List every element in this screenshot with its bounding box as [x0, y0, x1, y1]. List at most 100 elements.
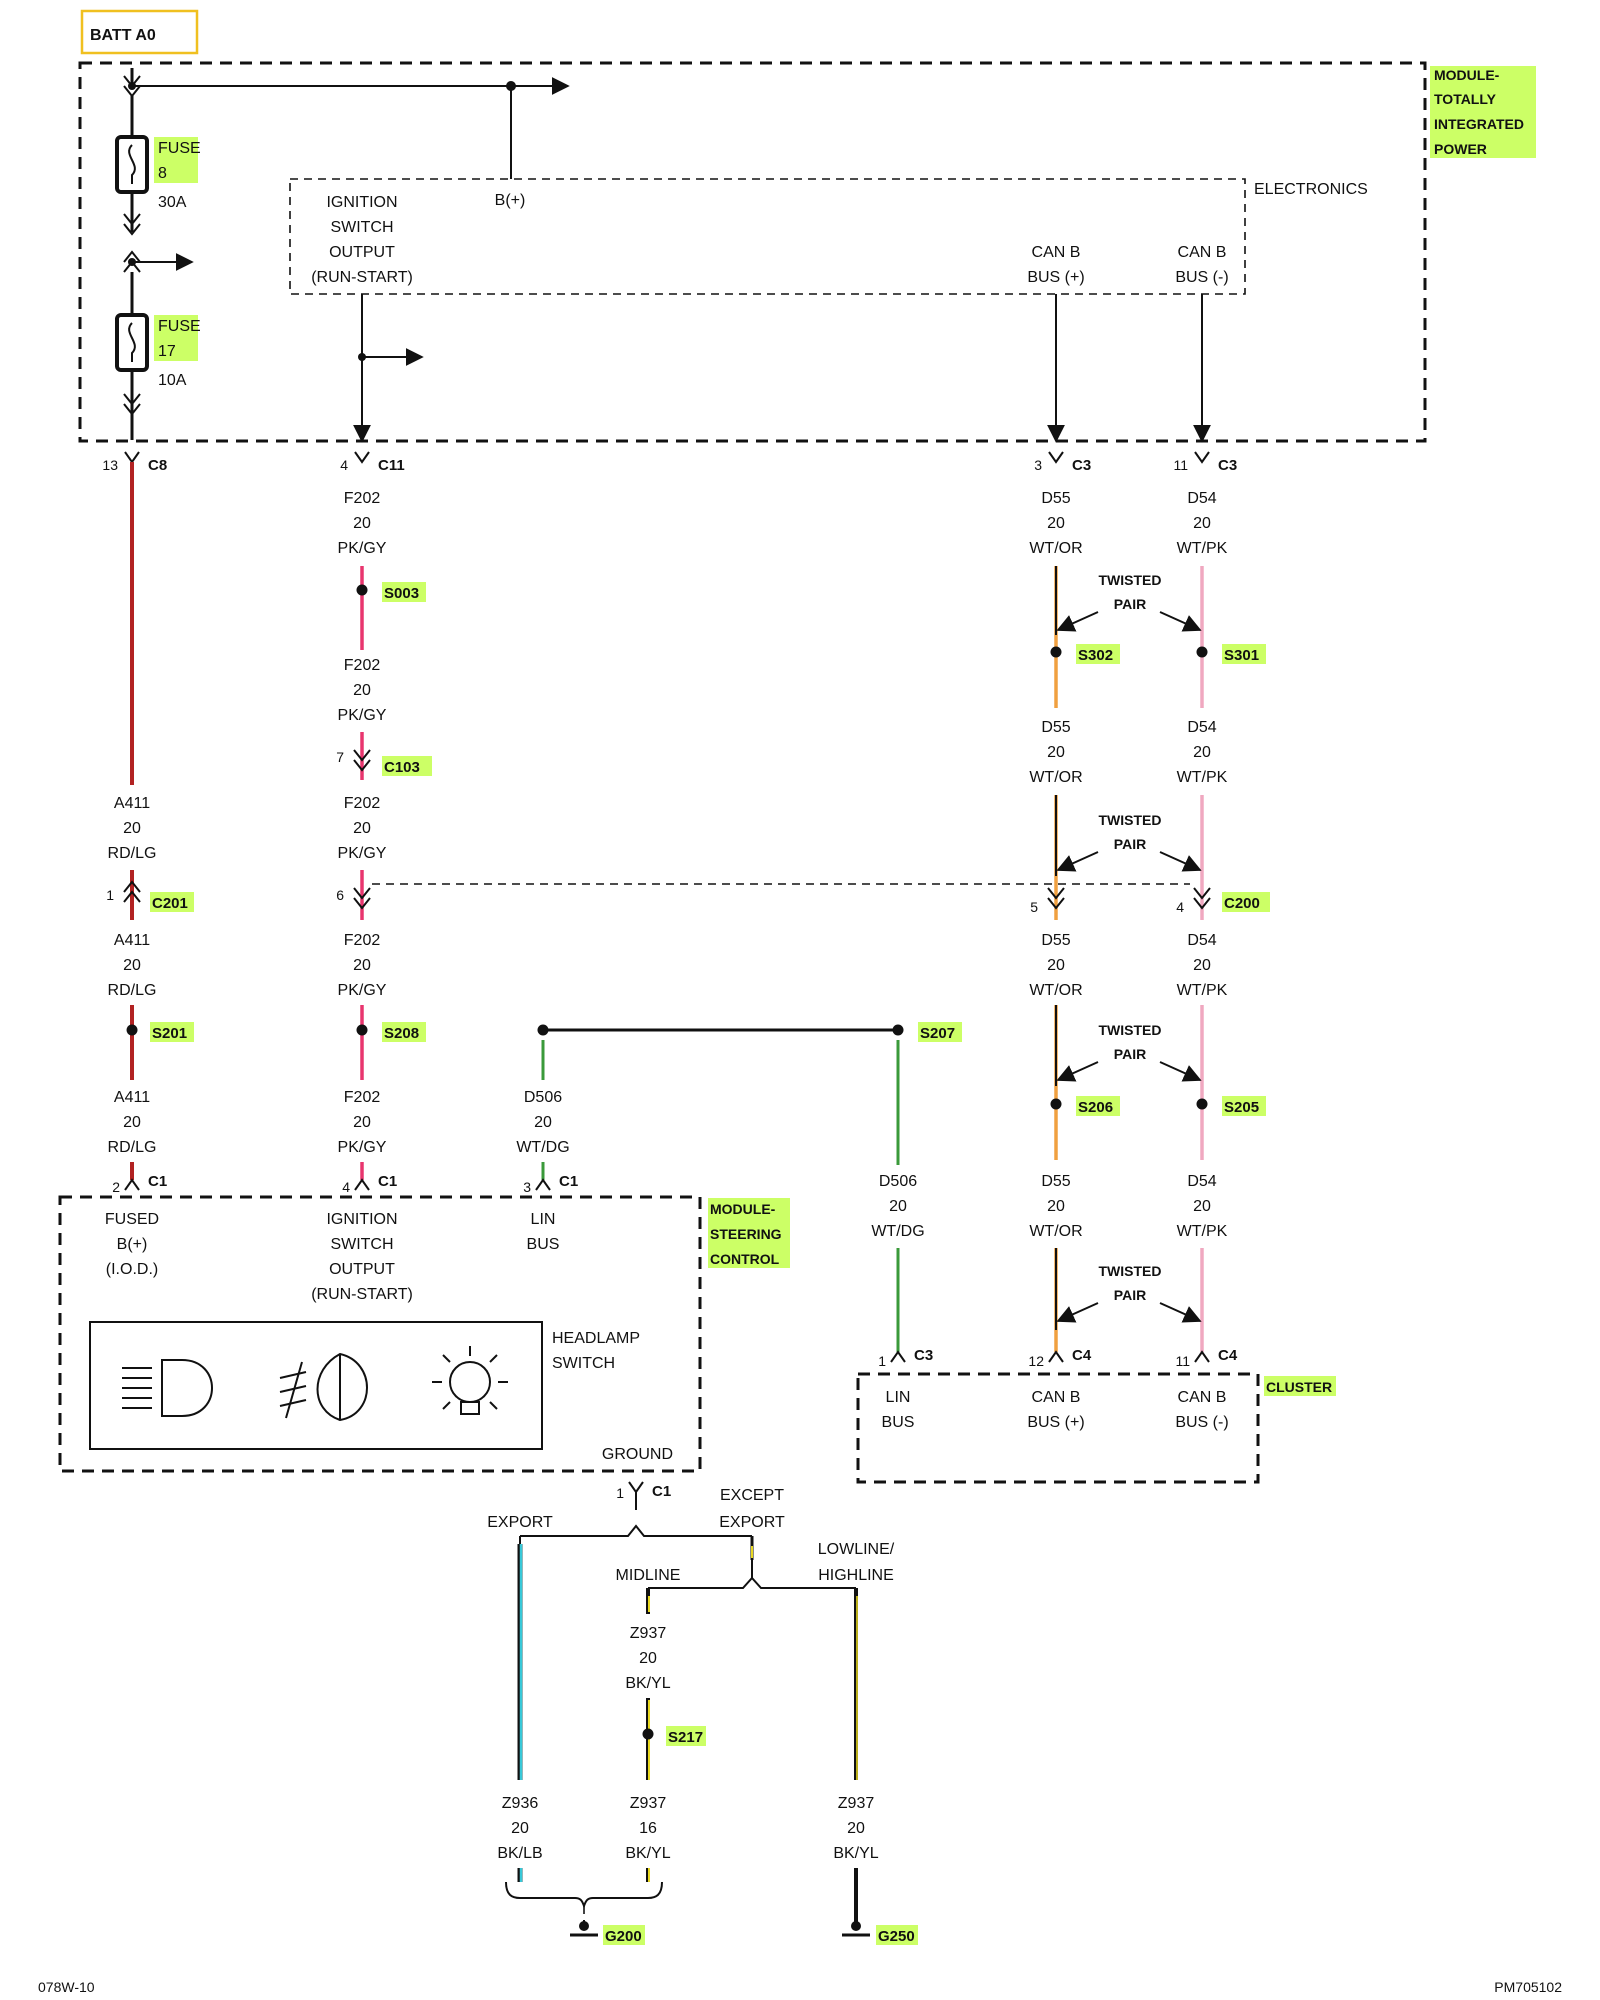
- cluster-canm-1: CAN B: [1178, 1389, 1227, 1406]
- d54-d-color: WT/PK: [1177, 1223, 1228, 1240]
- f202-c-circuit: F202: [344, 795, 381, 812]
- tipm-title-1: MODULE-: [1434, 67, 1500, 83]
- low-beam-icon: [122, 1359, 213, 1417]
- scm-fused-3: (I.O.D.): [106, 1261, 158, 1278]
- twisted-pair-4: TWISTED PAIR: [1056, 1263, 1202, 1323]
- f202-a-circuit: F202: [344, 490, 381, 507]
- c3-pin-3: 3: [1034, 457, 1042, 473]
- scm-title-2: STEERING: [710, 1226, 782, 1242]
- cluster-canp-2: BUS (+): [1027, 1414, 1084, 1431]
- cluster-canp-1: CAN B: [1032, 1389, 1081, 1406]
- d54-b-gauge: 20: [1193, 744, 1211, 761]
- s205-splice: [1196, 1098, 1208, 1110]
- z937-a-color: BK/YL: [625, 1675, 670, 1692]
- twisted-pair-3-l2: PAIR: [1114, 1046, 1146, 1062]
- fuse-17-num: 17: [158, 343, 176, 360]
- c200-pin-4: 4: [1176, 899, 1184, 915]
- tipm-title-4: POWER: [1434, 141, 1487, 157]
- c200-pin-5: 5: [1030, 899, 1038, 915]
- z937-a-gauge: 20: [639, 1650, 657, 1667]
- z937-b-gauge: 16: [639, 1820, 657, 1837]
- z937-c-color: BK/YL: [833, 1845, 878, 1862]
- a411-c-gauge: 20: [123, 1114, 141, 1131]
- f202-d-gauge: 20: [353, 957, 371, 974]
- d54-c-gauge: 20: [1193, 957, 1211, 974]
- footer-left: 078W-10: [38, 1979, 95, 1995]
- c200-name: C200: [1224, 895, 1260, 912]
- s217-label: S217: [668, 1729, 703, 1746]
- tipm-title-highlight: [1430, 66, 1536, 158]
- d54-c-color: WT/PK: [1177, 982, 1228, 999]
- f202-a-color: PK/GY: [338, 540, 387, 557]
- lowline-1: LOWLINE/: [818, 1541, 895, 1558]
- d55-d-circuit: D55: [1041, 1173, 1070, 1190]
- headlamp-switch-box: [89, 1321, 543, 1450]
- canb-minus-2: BUS (-): [1175, 269, 1228, 286]
- scm-fused-2: B(+): [117, 1236, 148, 1253]
- batt-text: BATT A0: [90, 27, 156, 44]
- cl-c3-name: C3: [914, 1347, 933, 1364]
- s301-splice: [1196, 646, 1208, 658]
- cluster-canm-2: BUS (-): [1175, 1414, 1228, 1431]
- d55-d-color: WT/OR: [1029, 1223, 1082, 1240]
- c3-name-a: C3: [1072, 457, 1091, 474]
- twisted-pair-2: TWISTED PAIR: [1056, 812, 1202, 872]
- f202-b-circuit: F202: [344, 657, 381, 674]
- s206-splice: [1050, 1098, 1062, 1110]
- c8-name: C8: [148, 457, 167, 474]
- d54-d-circuit: D54: [1187, 1173, 1216, 1190]
- twisted-pair-4-l1: TWISTED: [1099, 1263, 1162, 1279]
- scm-c1-name-a: C1: [148, 1173, 167, 1190]
- z936-color: BK/LB: [497, 1845, 542, 1862]
- c11-pin: 4: [340, 457, 348, 473]
- twisted-pair-3-l1: TWISTED: [1099, 1022, 1162, 1038]
- f202-circuit: F202 20 PK/GY S003 F202 20 PK/GY 7 C103 …: [336, 490, 432, 1180]
- z937-b-circuit: Z937: [630, 1795, 667, 1812]
- s207-splice: [892, 1024, 904, 1036]
- scm-ground-label: GROUND: [602, 1446, 673, 1463]
- scm-c1-pin-3: 3: [523, 1179, 531, 1195]
- a411-circuit: A411 20 RD/LG 1 C201 A411 20 RD/LG S201 …: [106, 462, 194, 1180]
- s206-label: S206: [1078, 1099, 1113, 1116]
- f202-b-gauge: 20: [353, 682, 371, 699]
- scm-connectors: 2 C1 4 C1 3 C1: [112, 1173, 578, 1195]
- z937-a-circuit: Z937: [630, 1625, 667, 1642]
- d506-circuit: S207 D506 20 WT/DG D506 20 WT/DG: [516, 1022, 962, 1352]
- c201-pin: 1: [106, 887, 114, 903]
- d55-c-color: WT/OR: [1029, 982, 1082, 999]
- cluster-border: [856, 1372, 1260, 1484]
- except-export-2: EXPORT: [719, 1514, 785, 1531]
- scm-module: MODULE- STEERING CONTROL FUSED B(+) (I.O…: [58, 1195, 790, 1473]
- gnd-c1-pin: 1: [616, 1485, 624, 1501]
- s205-label: S205: [1224, 1099, 1259, 1116]
- c201-name: C201: [152, 895, 188, 912]
- s201-splice: [126, 1024, 138, 1036]
- s208-label: S208: [384, 1025, 419, 1042]
- d55-d-gauge: 20: [1047, 1198, 1065, 1215]
- tipm-title-5: ELECTRONICS: [1254, 181, 1368, 198]
- scm-c1-pin-4: 4: [342, 1179, 350, 1195]
- d506-a-gauge: 20: [534, 1114, 552, 1131]
- f202-c-color: PK/GY: [338, 845, 387, 862]
- scm-ign-1: IGNITION: [326, 1211, 397, 1228]
- cl-c3-pin: 1: [878, 1353, 886, 1369]
- s201-label: S201: [152, 1025, 187, 1042]
- batt-label: BATT A0: [80, 9, 199, 55]
- d55-circuit: D55 20 WT/OR S302 D55 20 WT/OR 5 D55 20 …: [1029, 490, 1120, 1352]
- f202-e-color: PK/GY: [338, 1139, 387, 1156]
- midline-label: MIDLINE: [616, 1567, 681, 1584]
- scm-ign-2: SWITCH: [330, 1236, 393, 1253]
- scm-c1-name-b: C1: [378, 1173, 397, 1190]
- twisted-pair-1: TWISTED PAIR: [1056, 572, 1202, 632]
- cluster-title: CLUSTER: [1266, 1379, 1332, 1395]
- tipm-module: MODULE- TOTALLY INTEGRATED POWER ELECTRO…: [78, 61, 1536, 443]
- cl-c4-pin-12: 12: [1028, 1353, 1044, 1369]
- canb-plus-2: BUS (+): [1027, 269, 1084, 286]
- d55-a-gauge: 20: [1047, 515, 1065, 532]
- scm-c1-pin-2: 2: [112, 1179, 120, 1195]
- d54-b-color: WT/PK: [1177, 769, 1228, 786]
- cluster-module: 1 C3 12 C4 11 C4 CLUSTER LIN BUS CAN B B…: [856, 1347, 1336, 1484]
- tipm-title-3: INTEGRATED: [1434, 116, 1524, 132]
- fog-lamp-icon: [279, 1352, 368, 1422]
- f202-d-circuit: F202: [344, 932, 381, 949]
